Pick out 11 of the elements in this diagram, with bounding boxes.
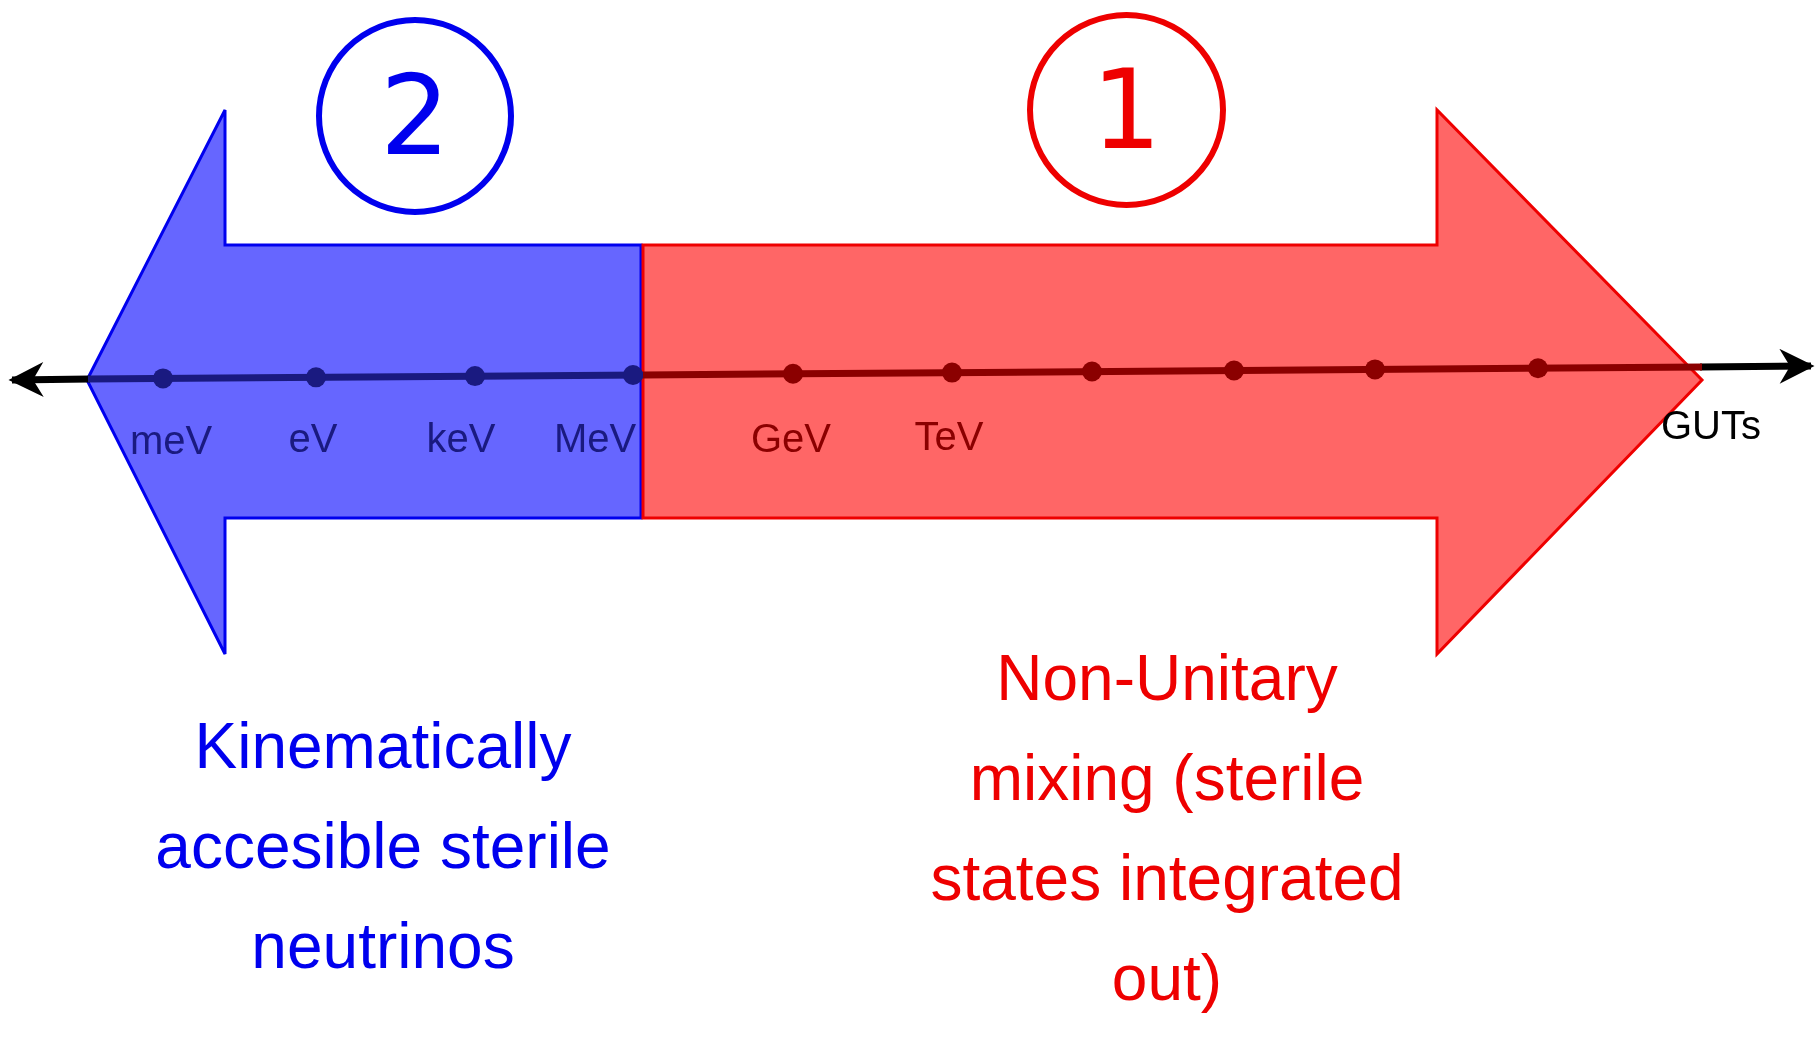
tick-label: MeV: [553, 416, 637, 461]
tick-label: keV: [426, 416, 496, 461]
numbered-circle: 2: [316, 17, 514, 215]
tick-label: eV: [288, 416, 338, 461]
tick-label: TeV: [914, 414, 984, 459]
tick-label: GUTs: [1661, 403, 1761, 448]
annotation-text: Non-Unitary mixing (sterile states integrated out): [929, 641, 1405, 1016]
tick-label: GeV: [751, 416, 831, 461]
tick-label: meV: [129, 418, 213, 463]
annotation-text: Kinematically accesible sterile neutrinos: [154, 709, 612, 984]
numbered-circle: 1: [1027, 12, 1226, 208]
